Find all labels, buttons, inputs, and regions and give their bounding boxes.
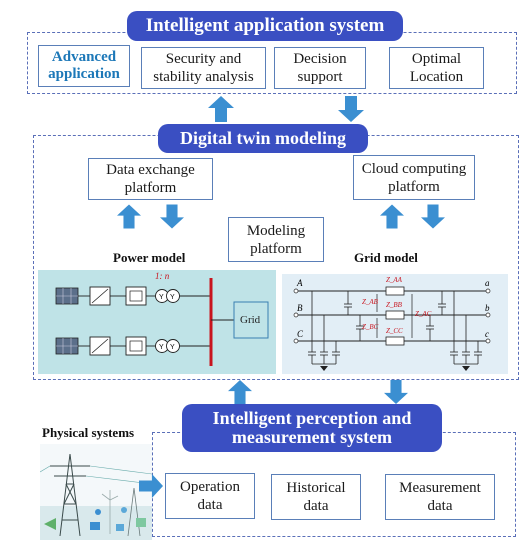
arrow-down-icon bbox=[384, 380, 408, 404]
decision-support-box: Decision support bbox=[274, 47, 366, 89]
perception-banner: Intelligent perception and measurement s… bbox=[182, 404, 442, 452]
cloud-computing-box: Cloud computing platform bbox=[353, 155, 475, 200]
physical-systems-label: Physical systems bbox=[42, 425, 135, 440]
node-a-label: A bbox=[297, 278, 303, 288]
solar-panel-icon bbox=[55, 287, 79, 305]
power-model-schematic: Y Y Y Y 1: n Grid bbox=[38, 270, 276, 374]
impedance-ac-label: Z_AC bbox=[415, 310, 432, 318]
svg-text:Y: Y bbox=[159, 344, 164, 351]
node-b-label: B bbox=[297, 303, 303, 313]
measurement-data-box: Measurement data bbox=[385, 474, 495, 520]
power-tower-image bbox=[39, 444, 153, 540]
advanced-application-label: Advanced application bbox=[38, 45, 130, 87]
power-model-label: Power model bbox=[113, 250, 186, 265]
node-c-right-label: c bbox=[485, 329, 489, 339]
arrow-up-icon bbox=[228, 380, 252, 404]
grid-box-label: Grid bbox=[240, 314, 261, 326]
arrow-right-icon bbox=[138, 474, 164, 498]
node-a-right-label: a bbox=[485, 278, 490, 288]
svg-text:Y: Y bbox=[170, 294, 175, 301]
grid-model-schematic: A B C a b c Z_AA Z_BB Z_CC Z_AB Z_AC Z_B… bbox=[282, 274, 508, 374]
top-banner: Intelligent application system bbox=[127, 11, 403, 41]
impedance-ab-label: Z_AB bbox=[362, 298, 378, 306]
arrow-down-icon bbox=[421, 204, 445, 229]
arrow-up-icon bbox=[117, 204, 141, 229]
arrow-up-icon bbox=[380, 204, 404, 229]
arrow-up-icon bbox=[208, 96, 234, 122]
transformer-ratio-label: 1: n bbox=[155, 271, 170, 281]
impedance-aa-label: Z_AA bbox=[386, 276, 402, 284]
svg-text:Y: Y bbox=[170, 344, 175, 351]
security-stability-box: Security and stability analysis bbox=[141, 47, 266, 89]
historical-data-box: Historical data bbox=[271, 474, 361, 520]
svg-text:Y: Y bbox=[159, 294, 164, 301]
impedance-bc-label: Z_BC bbox=[362, 323, 379, 331]
node-b-right-label: b bbox=[485, 303, 490, 313]
impedance-bb-label: Z_BB bbox=[386, 301, 402, 309]
solar-panel-icon bbox=[55, 337, 79, 355]
transformer-icon: Y Y bbox=[155, 289, 180, 303]
modeling-platform-box: Modeling platform bbox=[228, 217, 324, 262]
optimal-location-box: Optimal Location bbox=[389, 47, 484, 89]
twin-banner: Digital twin modeling bbox=[158, 124, 368, 153]
node-c-label: C bbox=[297, 329, 304, 339]
operation-data-box: Operation data bbox=[165, 473, 255, 519]
transformer-icon: Y Y bbox=[155, 339, 180, 353]
data-exchange-box: Data exchange platform bbox=[88, 158, 213, 200]
arrow-down-icon bbox=[338, 96, 364, 122]
arrow-down-icon bbox=[160, 204, 184, 229]
grid-model-label: Grid model bbox=[354, 250, 418, 265]
impedance-cc-label: Z_CC bbox=[386, 327, 403, 335]
